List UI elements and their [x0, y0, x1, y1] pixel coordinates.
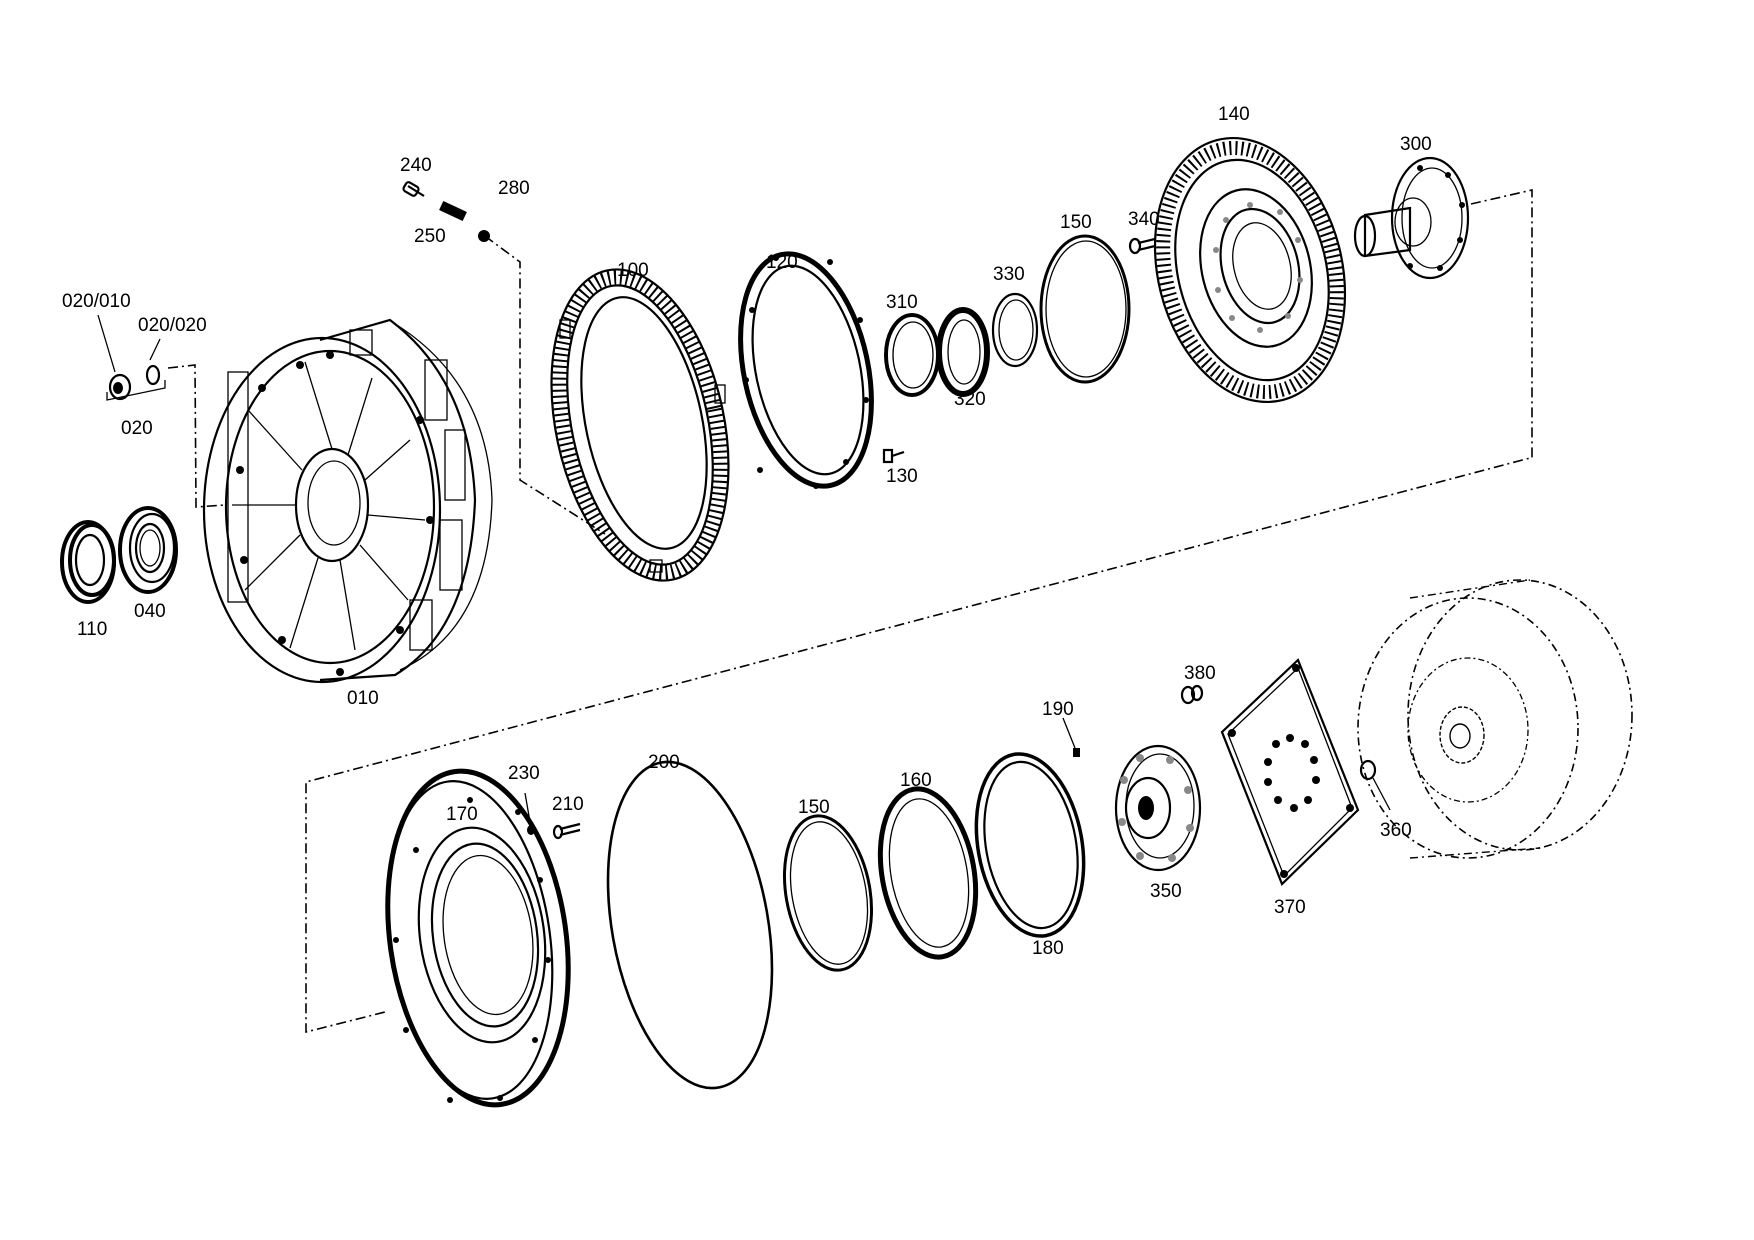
label-350: 350	[1150, 881, 1182, 902]
label-170: 170	[446, 804, 478, 825]
part-330-ring	[991, 292, 1039, 368]
torque-converter-phantom	[1357, 579, 1633, 859]
part-130-bolt	[882, 448, 905, 464]
label-320: 320	[954, 389, 986, 410]
part-380-bolt	[1180, 684, 1204, 705]
part-150-snap-ring-upper	[1039, 234, 1131, 384]
label-150-upper: 150	[1060, 212, 1092, 233]
part-020-plug-assembly	[97, 314, 166, 401]
label-130: 130	[886, 466, 918, 487]
part-320-ring	[936, 307, 990, 397]
part-110-seal	[60, 520, 116, 604]
part-310-ring	[884, 313, 940, 397]
label-200: 200	[648, 752, 680, 773]
part-140-gear-plate	[1153, 136, 1347, 404]
part-280-ball	[478, 230, 490, 242]
callout-labels: 020/010 020/020 020 040 110 010 240 250 …	[62, 104, 1432, 959]
assembly-lines	[167, 188, 1533, 1034]
label-380: 380	[1184, 663, 1216, 684]
label-020-020: 020/020	[138, 315, 207, 336]
label-040: 040	[134, 601, 166, 622]
label-280: 280	[498, 178, 530, 199]
label-110: 110	[77, 619, 107, 640]
label-300: 300	[1400, 134, 1432, 155]
label-250: 250	[414, 226, 446, 247]
label-140: 140	[1218, 104, 1250, 125]
label-310: 310	[886, 292, 918, 313]
label-190: 190	[1042, 699, 1074, 720]
part-010-housing	[202, 318, 493, 684]
label-010: 010	[347, 688, 379, 709]
part-300-flange-shaft	[1353, 156, 1470, 280]
part-340-bolt	[1128, 237, 1156, 255]
part-170-piston-cover	[385, 768, 571, 1108]
label-120: 120	[766, 252, 798, 273]
label-180: 180	[1032, 938, 1064, 959]
label-020-010: 020/010	[62, 291, 131, 312]
part-180-ring	[974, 752, 1086, 938]
label-370: 370	[1274, 897, 1306, 918]
part-150-snap-ring-lower	[782, 814, 874, 972]
part-240-screw	[402, 181, 425, 197]
label-150-lower: 150	[798, 797, 830, 818]
part-350-hub	[1114, 744, 1202, 872]
part-250-spring	[439, 200, 467, 222]
part-100-clutch-disc	[550, 268, 730, 582]
label-240: 240	[400, 155, 432, 176]
part-200-o-ring	[606, 760, 774, 1090]
part-120-ring	[738, 251, 874, 489]
part-370-flex-plate	[1220, 658, 1360, 886]
part-160-seal-ring	[877, 786, 979, 960]
label-230: 230	[508, 763, 540, 784]
label-100: 100	[617, 260, 649, 281]
part-190-screw	[1062, 717, 1080, 757]
part-040-bearing	[118, 506, 178, 594]
label-360: 360	[1380, 820, 1412, 841]
part-360-bolt	[1359, 759, 1391, 811]
part-230-pin	[524, 792, 535, 835]
label-160: 160	[900, 770, 932, 791]
label-210: 210	[552, 794, 584, 815]
label-020: 020	[121, 418, 153, 439]
label-330: 330	[993, 264, 1025, 285]
part-210-bolt	[552, 822, 581, 840]
label-340: 340	[1128, 209, 1160, 230]
